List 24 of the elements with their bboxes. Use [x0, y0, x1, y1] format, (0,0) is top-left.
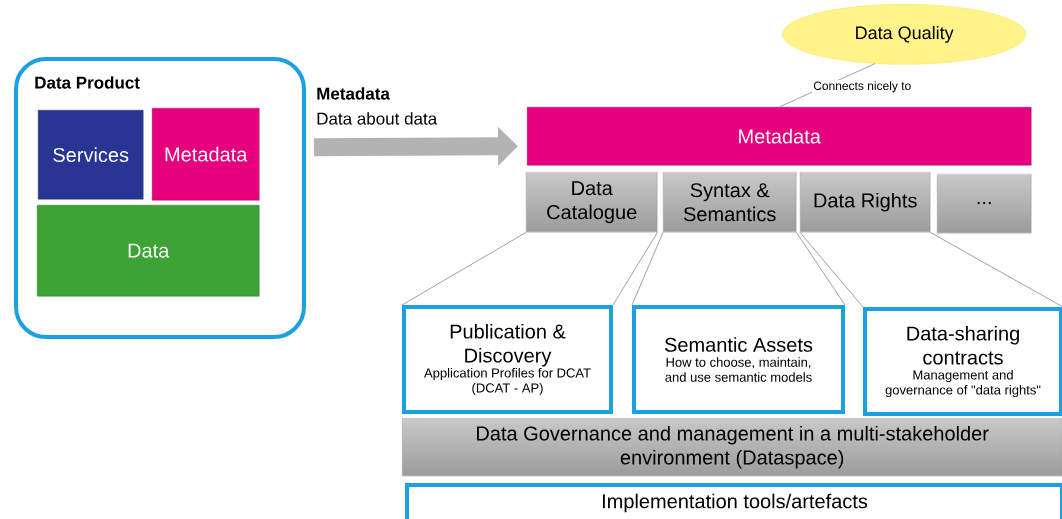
connector-line — [799, 232, 864, 308]
edge-label: Connects nicely to — [812, 80, 913, 94]
connector-line — [612, 232, 658, 306]
metadata-box: Metadata — [152, 108, 260, 201]
services-box: Services — [38, 110, 144, 200]
implementation-bar: Implementation tools/artefacts — [405, 483, 1062, 519]
category-box: ... — [937, 174, 1032, 234]
category-box: Data Catalogue — [526, 172, 658, 233]
topic-box: Publication & Discovery Application Profiles for DCAT (DCAT - AP) — [402, 305, 613, 414]
topic-box: Semantic Assets How to choose, maintain, and use semantic models — [632, 305, 845, 414]
connector-line — [796, 232, 846, 306]
panel-title: Data Product — [35, 76, 140, 89]
data-box: Data — [37, 205, 260, 297]
connector-line — [631, 232, 664, 306]
edge-label: Data about data — [315, 111, 439, 126]
metadata-bar: Metadata — [527, 107, 1032, 166]
arrow-heading: Metadata — [317, 87, 390, 100]
category-box: Data Rights — [800, 172, 931, 233]
category-box: Syntax & Semantics — [663, 172, 797, 233]
data-product-panel — [14, 57, 306, 339]
connector-line — [930, 232, 1062, 308]
topic-box: Data-sharing contracts Management and governance of "data rights" — [863, 307, 1062, 416]
connector-line — [401, 232, 527, 306]
governance-bar: Data Governance and management in a multi-stakeholder environment (Dataspace) — [402, 418, 1062, 477]
